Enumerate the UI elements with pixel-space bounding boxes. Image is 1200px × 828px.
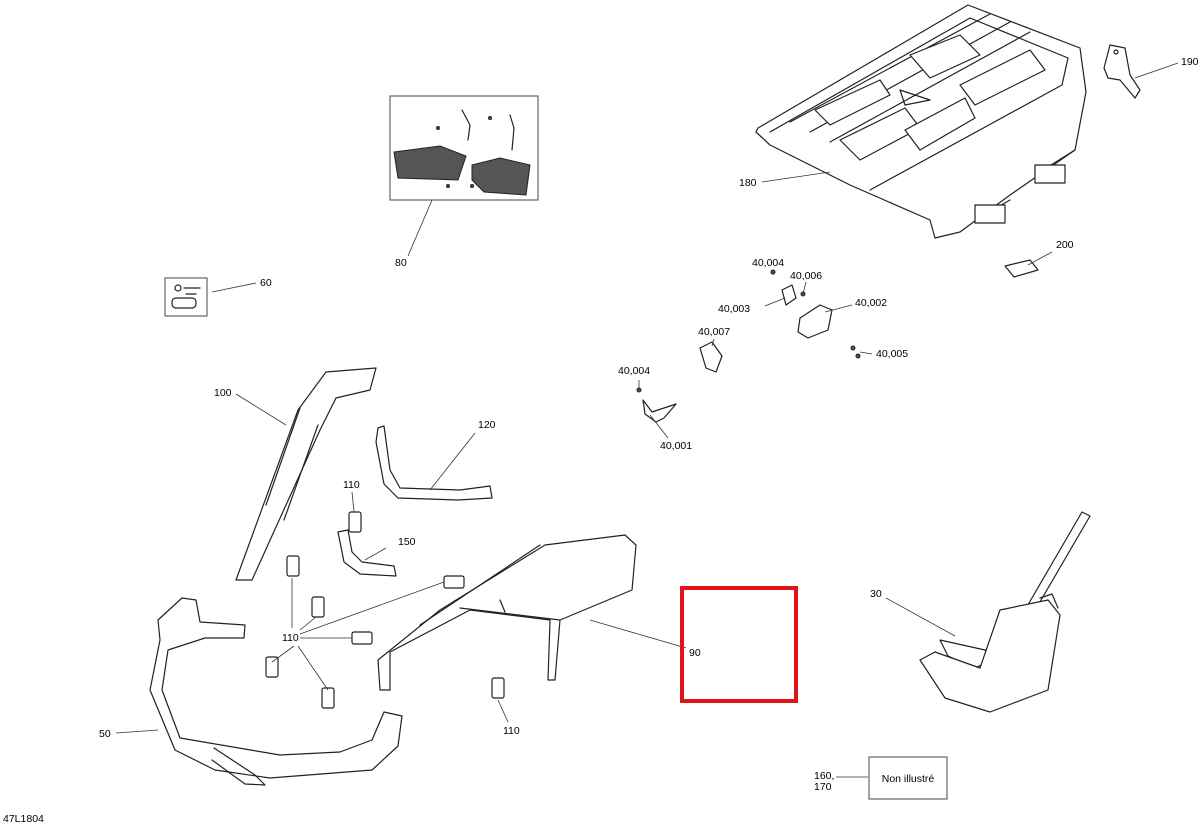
callout-50[interactable]: 50 [99,728,111,740]
bar-120-part[interactable] [375,425,493,501]
callout-40003[interactable]: 40,003 [718,303,750,315]
callout-40002[interactable]: 40,002 [855,297,887,309]
side-frame-part[interactable] [235,367,377,581]
callout-90[interactable]: 90 [689,647,701,659]
callout-40006[interactable]: 40,006 [790,270,822,282]
callout-120[interactable]: 120 [478,419,496,431]
callout-160[interactable]: 160, [814,770,834,782]
callout-40004-top[interactable]: 40,004 [752,257,784,269]
callout-labels: 30 40,001 40,002 40,003 40,004 40,004 40… [99,56,1199,793]
callout-180[interactable]: 180 [739,177,757,189]
callout-40004-left[interactable]: 40,004 [618,365,650,377]
rear-rack-part[interactable] [755,4,1087,239]
shovel-part[interactable] [919,511,1091,713]
rear-frame-part[interactable] [377,534,637,691]
front-bumper-part[interactable] [149,597,403,786]
diagram-code: 47L1804 [3,813,44,825]
callout-110-bottom[interactable]: 110 [503,725,520,737]
callout-110-mid[interactable]: 110 [282,632,299,644]
callout-170[interactable]: 170 [814,781,832,793]
note-box-text: Non illustré [882,773,935,785]
note-box [868,756,948,800]
bar-150-part[interactable] [337,529,397,577]
callout-150[interactable]: 150 [398,536,416,548]
bracket-part[interactable] [1103,44,1141,99]
leader-lines [115,62,1179,778]
callout-190[interactable]: 190 [1181,56,1199,68]
callout-40007[interactable]: 40,007 [698,326,730,338]
highlight-box [680,586,798,703]
callout-30[interactable]: 30 [870,588,882,600]
callout-200[interactable]: 200 [1056,239,1074,251]
hardware-cluster[interactable] [636,269,861,423]
callout-60[interactable]: 60 [260,277,272,289]
callout-40001[interactable]: 40,001 [660,440,692,452]
callout-110-top[interactable]: 110 [343,479,360,491]
clamp-parts[interactable] [265,511,505,709]
callout-80[interactable]: 80 [395,257,407,269]
callout-40005[interactable]: 40,005 [876,348,908,360]
hardware-kit-part[interactable] [164,277,208,317]
storage-kit-part[interactable] [389,95,539,201]
callout-100[interactable]: 100 [214,387,232,399]
